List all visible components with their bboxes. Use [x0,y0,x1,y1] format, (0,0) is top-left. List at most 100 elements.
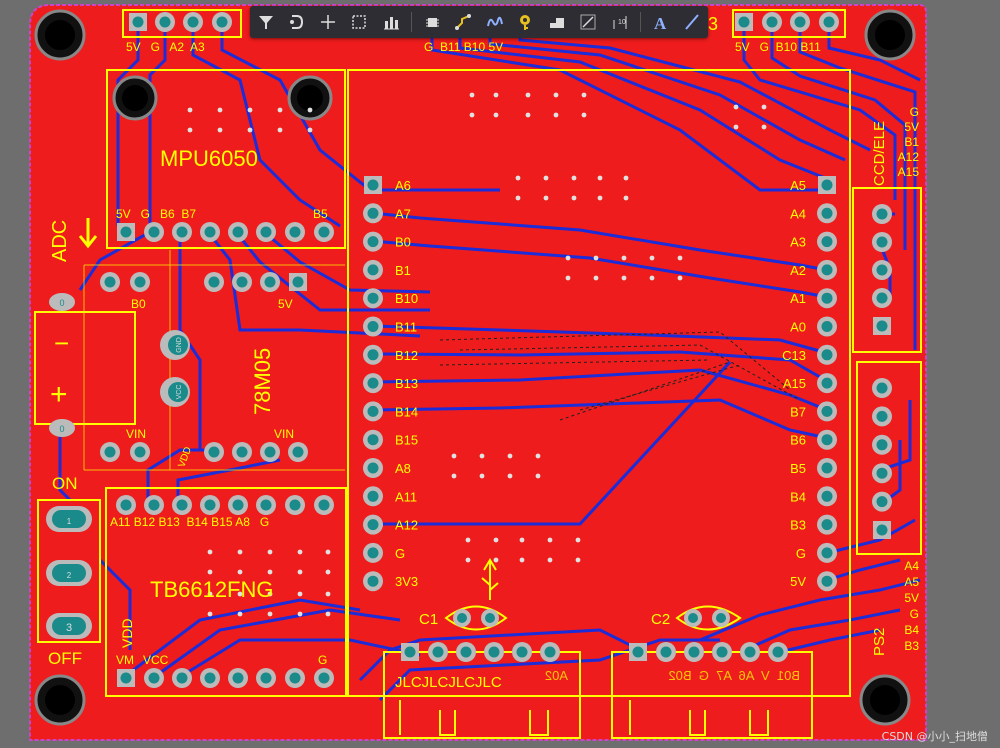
mounting-holes [34,9,916,726]
string-button[interactable]: A [650,11,672,33]
5v-header-pin [260,272,280,292]
ccd-pin-label: B1 [904,135,919,149]
mpu6050-label: MPU6050 [160,146,258,171]
mcu-right-pin [817,203,837,224]
conn-left-mirror: A02 [545,668,568,683]
conn-right-pin [656,642,676,662]
track-button[interactable] [452,11,474,33]
mcu-right-label: A1 [790,291,806,306]
mcu-left-label: B1 [395,263,411,278]
conn-left-pin [484,642,504,662]
vin-left-label: VIN [126,427,146,441]
dimension-button[interactable]: 10 [609,11,631,33]
mpu-header-pin [200,222,220,242]
component-icon [426,18,440,27]
cap-vcc-label: VCC [176,385,183,400]
diff-pair-icon [486,16,503,27]
mcu-left-pin [363,259,383,280]
top-right-digit: 3 [708,14,718,34]
mcu-left-label: A11 [395,489,417,504]
vm-label: VM [116,653,134,667]
mcu-right-label: C13 [782,348,806,363]
5v-header-pin [289,273,307,291]
mcu-left-pin [363,542,383,563]
mcu-right-label: A4 [790,206,806,221]
via-button[interactable] [515,11,537,33]
line-icon [580,14,596,30]
off-label: OFF [48,649,82,668]
draw-line-button[interactable] [681,11,703,33]
capacitor-c2 [675,605,742,631]
board-outline [29,4,927,741]
mcu-left-label: B12 [395,348,418,363]
filter-icon [258,16,273,29]
tb-header-bottom-pin [228,668,248,688]
ps2-pin-label: B4 [904,623,919,637]
mcu-right-pin [817,542,837,563]
tb-header-bottom-pin [144,668,164,688]
ps2-pin [872,406,892,427]
ps2-pin-label: G [910,607,919,621]
select-rect-button[interactable] [348,11,370,33]
mcu-left-label: B15 [395,433,418,448]
polygon-pour-button[interactable] [546,11,568,33]
mcu-left-pin [363,203,383,224]
ps2-pin [872,378,892,398]
mpu-header-pin [117,223,135,241]
ccd-pin [872,288,892,308]
tb-header-bottom-pin [200,668,220,688]
crosshair-button[interactable] [317,11,339,33]
ps2-pin-label: A4 [904,559,919,573]
mcu-right-pin [817,259,837,280]
mcu-right-label: B6 [790,433,806,448]
mcu-left-label: A7 [395,206,411,221]
silk-divider-lines [83,250,345,471]
vin-left-pin [130,442,150,462]
track-icon [455,14,472,30]
minus-label: − [54,328,69,358]
mcu-right-pin [817,571,837,592]
mpu-header-pin [144,222,164,242]
mcu-right-label: B3 [790,518,806,533]
ps2-pin-label: B3 [904,639,919,653]
5v-header-pin [232,272,252,292]
on-label: ON [52,474,78,493]
mcu-right-label: B7 [790,404,806,419]
mcu-left-label: B14 [395,404,418,419]
toolbar-separator [410,12,412,32]
mcu-right-pin [817,288,837,309]
mpu-header-pin [314,222,334,242]
vin-right-label: VIN [274,427,294,441]
ratsnest-lines [439,331,801,421]
svg-text:A: A [654,14,667,32]
mcu-right-label: A3 [790,235,806,250]
plus-label: + [50,378,68,411]
component-button[interactable] [421,11,443,33]
ccd-pin [872,232,892,252]
mcu-left-pin [363,288,383,309]
switch-pin-1: 1 [67,517,72,526]
align-button[interactable] [380,11,402,33]
mcu-left-pin [363,514,383,535]
mcu-left-pin [364,176,382,194]
filter-button[interactable] [255,11,277,33]
vin-right-pin [260,442,280,462]
mcu-left-label: 3V3 [395,574,418,589]
tb-header-bottom-pin [256,668,276,688]
ccd-pin-label: G [910,105,919,119]
diff-pair-button[interactable] [484,11,506,33]
ps2-pin [873,521,891,539]
route-tool-button[interactable] [286,11,308,33]
g-bottom-label: G [318,653,327,667]
ccd-pin-label: A12 [898,150,920,164]
mcu-right-label: A15 [783,376,806,391]
route-tool-icon [289,15,303,29]
mcu-left-label: B13 [395,376,418,391]
line-button[interactable] [577,11,599,33]
vdd-vertical-label: VDD [119,618,135,648]
header-top-left-pin [155,12,175,32]
vcc-label: VCC [143,653,169,667]
mpu-pin-b5: B5 [313,207,328,221]
polygon-pour-icon [550,18,565,28]
